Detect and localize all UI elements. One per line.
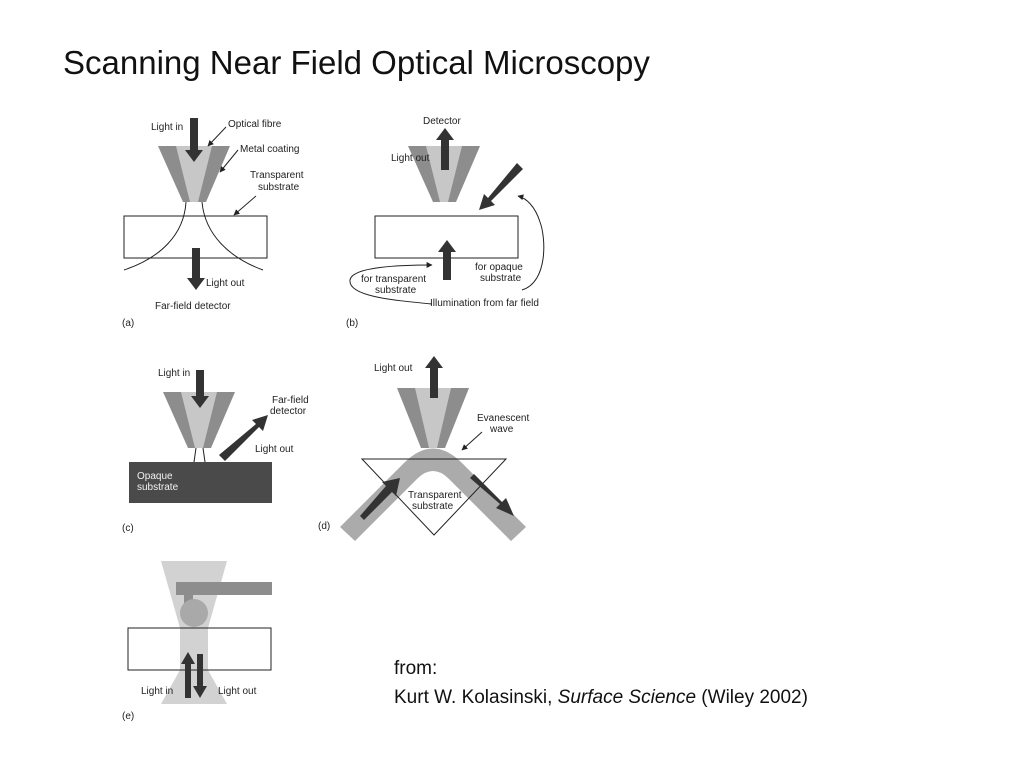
label-opaque-c-2: substrate: [137, 482, 179, 493]
fibre-core-c: [181, 392, 217, 448]
label-for-transparent-b-1: for transparent: [361, 274, 426, 285]
prism-d: [360, 458, 508, 536]
pointer-transparent-substrate: [233, 195, 257, 216]
label-for-opaque-b-2: substrate: [480, 273, 522, 284]
loop-opaque-b: [517, 194, 545, 291]
label-transparent-d-1: Transparent: [408, 490, 462, 501]
arrow-in-d: [360, 478, 400, 520]
label-for-transparent-b-2: substrate: [375, 285, 417, 296]
light-out-arrow-d: [425, 356, 443, 398]
label-illumination-b: Illumination from far field: [430, 298, 539, 309]
illumination-arrow-b: [479, 163, 523, 210]
label-opaque-c-1: Opaque: [137, 471, 173, 482]
light-in-arrow-e: [181, 652, 195, 698]
light-out-arrow-c: [219, 415, 268, 461]
near-field-line-c-2: [202, 447, 206, 463]
light-out-arrow-a: [187, 248, 205, 290]
label-transparent-a-2: substrate: [258, 182, 300, 193]
label-far-field-c-2: detector: [270, 406, 307, 417]
cantilever-e: [176, 582, 272, 595]
panel-a: Light in Optical fibre Metal coating Tra…: [122, 118, 304, 329]
panel-b: Detector Light out for transparent subst…: [346, 116, 545, 329]
pointer-optical-fibre: [207, 126, 227, 147]
panel-letter-e: (e): [122, 711, 134, 722]
label-transparent-a-1: Transparent: [250, 170, 304, 181]
citation: from: Kurt W. Kolasinski, Surface Scienc…: [394, 654, 808, 712]
loop-transparent-b: [349, 262, 433, 305]
label-far-field-c-1: Far-field: [272, 395, 309, 406]
transmission-arrow-b: [438, 240, 456, 280]
slide-title: Scanning Near Field Optical Microscopy: [63, 44, 650, 81]
citation-reference: Kurt W. Kolasinski, Surface Science (Wil…: [394, 683, 808, 712]
panel-letter-d: (d): [318, 521, 330, 532]
panel-letter-c: (c): [122, 523, 134, 534]
citation-author: Kurt W. Kolasinski,: [394, 687, 558, 708]
arrow-out-d: [470, 474, 514, 516]
light-in-arrow-a: [185, 118, 203, 162]
label-light-out-e: Light out: [218, 686, 257, 697]
label-transparent-d-2: substrate: [412, 501, 454, 512]
pointer-metal-coating: [219, 149, 239, 173]
light-cone-e: [161, 561, 227, 704]
label-metal-coating-a: Metal coating: [240, 144, 299, 155]
label-light-out-b: Light out: [391, 153, 430, 164]
fibre-core-a: [176, 146, 212, 202]
light-band-d: [340, 448, 526, 541]
label-far-field-detector-a: Far-field detector: [155, 301, 231, 312]
citation-book: Surface Science: [557, 687, 697, 708]
light-cone-a: [123, 201, 264, 271]
label-light-out-c: Light out: [255, 444, 294, 455]
label-evanescent-d-2: wave: [489, 424, 514, 435]
label-light-in-c: Light in: [158, 368, 190, 379]
citation-publisher: (Wiley 2002): [696, 687, 808, 708]
label-for-opaque-b-1: for opaque: [475, 262, 523, 273]
label-evanescent-d-1: Evanescent: [477, 413, 529, 424]
citation-from: from:: [394, 658, 438, 679]
light-out-arrow-e: [193, 654, 207, 698]
detector-arrow-b: [436, 128, 454, 170]
fibre-core-b: [426, 146, 462, 202]
label-light-out-a: Light out: [206, 278, 245, 289]
opaque-substrate-c: [129, 462, 272, 503]
panel-e: Light in Light out (e): [122, 561, 272, 722]
panel-c: Light in Far-field detector Light out Op…: [122, 368, 309, 534]
light-in-arrow-c: [191, 370, 209, 408]
fibre-core-d: [415, 388, 451, 448]
label-light-out-d: Light out: [374, 363, 413, 374]
pointer-evanescent-d: [461, 431, 483, 451]
particle-e: [180, 599, 208, 627]
label-optical-fibre-a: Optical fibre: [228, 119, 282, 130]
label-detector-b: Detector: [423, 116, 461, 127]
label-light-in-e: Light in: [141, 686, 173, 697]
label-light-in-a: Light in: [151, 122, 183, 133]
panel-d: Light out Evanescent wave Transparent su…: [318, 356, 529, 541]
near-field-line-c-1: [193, 447, 197, 463]
panel-letter-b: (b): [346, 318, 358, 329]
panel-letter-a: (a): [122, 318, 134, 329]
